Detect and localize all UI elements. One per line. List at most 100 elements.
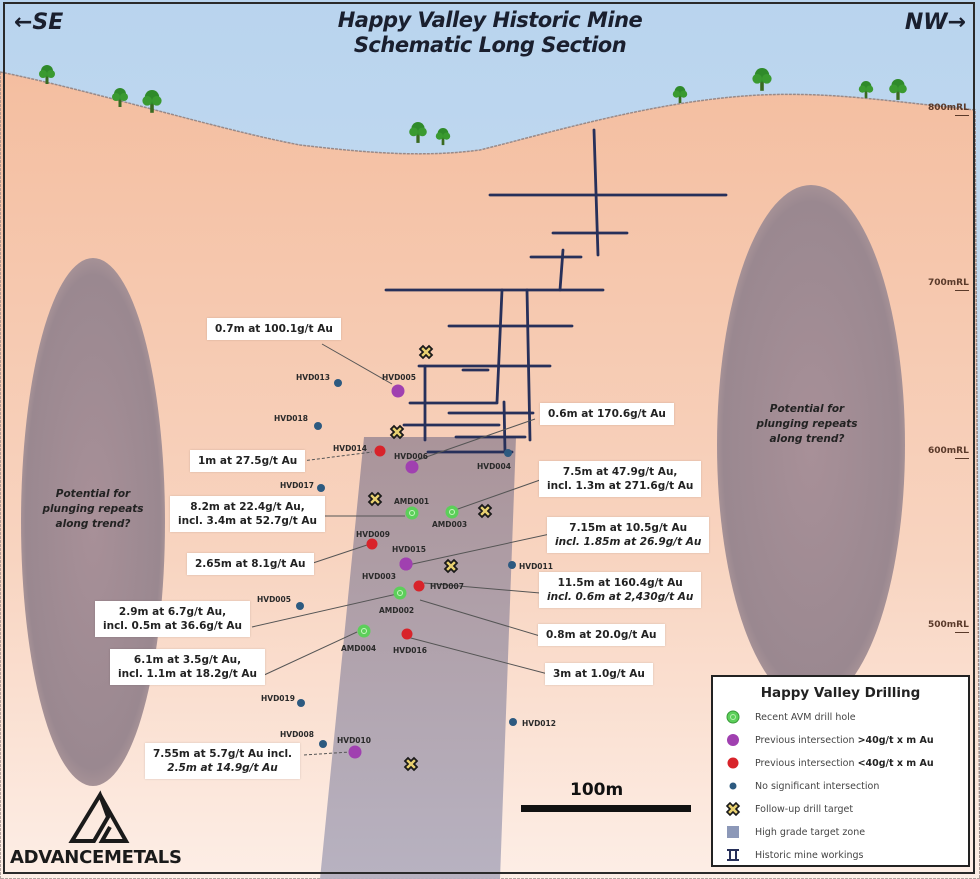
legend-item-none: No significant intersection [725, 776, 879, 796]
potential-text-right: Potential for plunging repeats along tre… [756, 403, 858, 445]
purple-circle-icon [725, 732, 741, 748]
callout-hvd007: 0.8m at 20.0g/t Au [538, 624, 665, 646]
callout-text: 2.9m at 6.7g/t Au, [118, 606, 227, 618]
drill-hole-marker [297, 699, 305, 707]
legend-item-high: Previous intersection >40g/t x m Au [725, 730, 934, 750]
legend-item-zone: High grade target zone [725, 822, 865, 842]
leader-line [303, 751, 351, 756]
callout-hvd006: 0.6m at 170.6g/t Au [540, 403, 674, 425]
follow-up-target-icon [403, 756, 419, 772]
drill-hole-marker [393, 586, 407, 600]
tree-icon [752, 68, 772, 91]
callout-text: 3m at 1.0g/t Au [553, 668, 645, 680]
drill-hole-marker [314, 422, 322, 430]
callout-hvd014: 1m at 27.5g/t Au [190, 450, 306, 472]
callout-hvd016: 3m at 1.0g/t Au [545, 663, 653, 685]
callout-text: 11.5m at 160.4g/t Au [557, 577, 683, 589]
drill-hole-marker [317, 484, 325, 492]
callout-amd002: 2.9m at 6.7g/t Au, incl. 0.5m at 36.6g/t … [95, 601, 251, 637]
legend-item-recent: Recent AVM drill hole [725, 707, 856, 727]
scale-label: 100m [570, 780, 624, 800]
legend-label: Recent AVM drill hole [755, 711, 856, 723]
mine-working [525, 288, 532, 442]
hole-label: AMD002 [379, 606, 415, 615]
callout-text: 7.15m at 10.5g/t Au [569, 522, 688, 534]
rl-label-700: 700mRL [928, 278, 969, 291]
follow-up-targets [367, 344, 493, 772]
hole-label: HVD006 [394, 452, 428, 461]
drill-hole-marker [504, 449, 512, 457]
tree-icon [889, 79, 907, 100]
callout-text: incl. 0.5m at 36.6g/t Au [103, 620, 243, 632]
leader-lines [251, 343, 551, 756]
leader-line [454, 479, 541, 511]
callout-text: 6.1m at 3.5g/t Au, [133, 654, 242, 666]
legend-label: No significant intersection [755, 780, 880, 792]
leader-line [301, 451, 373, 462]
direction-se: ←SE [14, 10, 64, 35]
leader-line [411, 418, 536, 463]
callout-text: incl. 1.1m at 18.2g/t Au [118, 668, 258, 680]
square-zone-icon [725, 824, 741, 840]
tree-icon [142, 90, 162, 113]
drill-hole-marker [357, 624, 371, 638]
callout-hvd009: 2.65m at 8.1g/t Au [187, 553, 314, 575]
follow-up-target-icon [477, 503, 493, 519]
historic-mine-workings [384, 128, 728, 454]
callout-text: 0.7m at 100.1g/t Au [215, 323, 333, 335]
callout-text: incl. 1.85m at 26.9g/t Au [555, 536, 702, 548]
drill-hole-marker [509, 718, 517, 726]
callout-text: incl. 3.4m at 52.7g/t Au [178, 515, 318, 527]
leader-line [407, 533, 551, 566]
legend-label-bold: >40g/t x m Au [857, 734, 934, 746]
hole-label: HVD019 [261, 694, 295, 703]
legend-label: Previous intersection [755, 757, 855, 769]
callout-text: incl. 0.6m at 2,430g/t Au [547, 591, 694, 603]
tree-icon [39, 65, 55, 84]
drill-hole-marker [399, 557, 413, 571]
potential-zone-right [717, 185, 905, 705]
page-title: Happy Valley Historic Mine Schematic Lon… [0, 8, 980, 58]
callout-hvd005: 0.7m at 100.1g/t Au [207, 318, 341, 340]
follow-up-target-icon [367, 491, 383, 507]
hole-label: HVD018 [274, 414, 308, 423]
hole-label: HVD005 [382, 373, 416, 382]
hole-label: HVD014 [333, 444, 367, 453]
cross-target-icon [725, 801, 741, 817]
rl-label-600: 600mRL [928, 446, 969, 459]
callout-text: incl. 1.3m at 271.6g/t Au [547, 480, 694, 492]
follow-up-target-icon [443, 558, 459, 574]
tree-icon [112, 88, 128, 107]
red-circle-icon [725, 755, 741, 771]
leader-line [423, 582, 541, 594]
mine-working [558, 248, 565, 292]
legend-item-low: Previous intersection <40g/t x m Au [725, 753, 934, 773]
callout-text: 0.8m at 20.0g/t Au [546, 629, 657, 641]
mine-working [592, 128, 600, 257]
hole-label: HVD013 [296, 373, 330, 382]
follow-up-target-icon [389, 424, 405, 440]
title-line-2: Schematic Long Section [353, 33, 627, 57]
legend-item-workings: Historic mine workings [725, 845, 863, 865]
advancemetals-logo-icon [68, 790, 130, 843]
callout-text: 0.6m at 170.6g/t Au [548, 408, 666, 420]
leader-line [261, 631, 358, 677]
hole-label: HVD016 [393, 646, 427, 655]
callout-text: 2.5m at 14.9g/t Au [167, 762, 278, 774]
leader-line [406, 636, 549, 675]
callout-text: 7.55m at 5.7g/t Au incl. [153, 748, 293, 760]
hole-label: AMD001 [394, 497, 430, 506]
drill-hole-marker [348, 745, 362, 759]
drill-holes [296, 379, 517, 759]
tree-icon [435, 128, 451, 146]
hole-label: HVD011 [519, 562, 553, 571]
trees [39, 65, 907, 146]
hole-label: HVD015 [392, 545, 426, 554]
callout-text: 1m at 27.5g/t Au [198, 455, 298, 467]
drill-hole-marker [413, 580, 425, 592]
hole-label: HVD009 [356, 530, 390, 539]
drill-hole-marker [401, 628, 413, 640]
callout-hvd003: 11.5m at 160.4g/t Au incl. 0.6m at 2,430g… [539, 572, 702, 608]
callout-text: 8.2m at 22.4g/t Au, [190, 501, 305, 513]
company-logo-text: ADVANCEMETALS [10, 847, 182, 868]
